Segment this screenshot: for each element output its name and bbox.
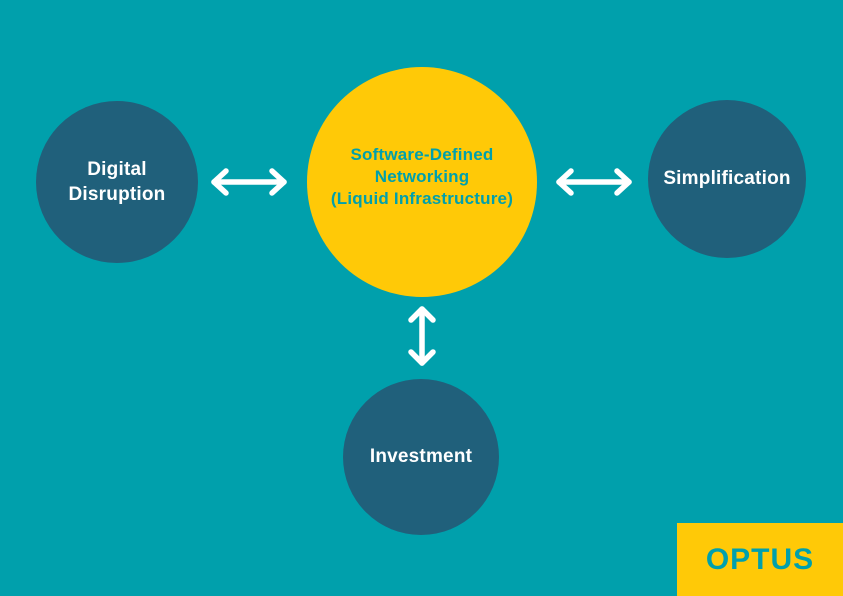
node-investment-label: Investment <box>369 446 473 468</box>
optus-logo: OPTUS <box>677 523 843 596</box>
node-digital-disruption-label: Digital Disruption <box>68 158 166 205</box>
double-arrow-vertical-icon <box>408 306 436 366</box>
center-node-label: Software-Defined Networking (Liquid Infr… <box>330 144 514 209</box>
center-node-software-defined-networking: Software-Defined Networking (Liquid Infr… <box>307 67 537 297</box>
node-digital-disruption: Digital Disruption <box>36 101 198 263</box>
double-arrow-horizontal-right-icon <box>556 168 632 196</box>
node-simplification: Simplification <box>648 100 806 258</box>
node-simplification-label: Simplification <box>663 168 791 190</box>
double-arrow-horizontal-left-icon <box>211 168 287 196</box>
optus-logo-text: OPTUS <box>705 542 815 576</box>
node-investment: Investment <box>343 379 499 535</box>
